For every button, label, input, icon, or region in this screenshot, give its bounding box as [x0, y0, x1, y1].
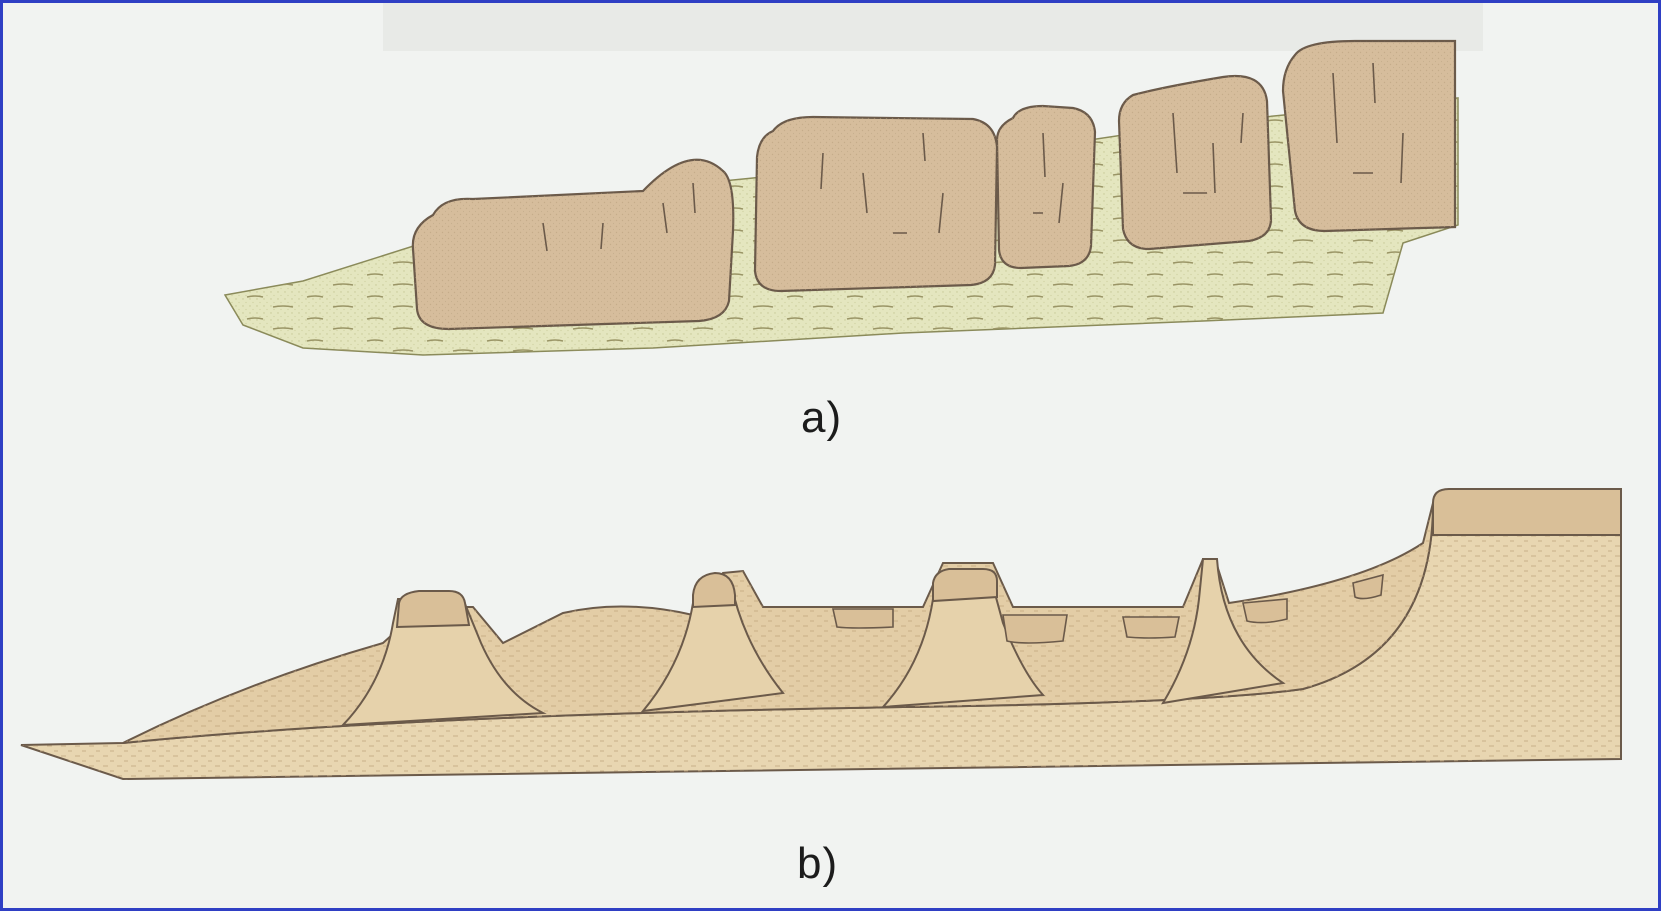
caprock-3 — [933, 569, 997, 601]
panel-b-label: b) — [797, 839, 838, 889]
cliff-caprock — [1433, 489, 1621, 535]
panel-b-cross-section — [3, 3, 1658, 908]
caprock-1 — [397, 591, 469, 627]
caprock-2 — [693, 573, 735, 607]
